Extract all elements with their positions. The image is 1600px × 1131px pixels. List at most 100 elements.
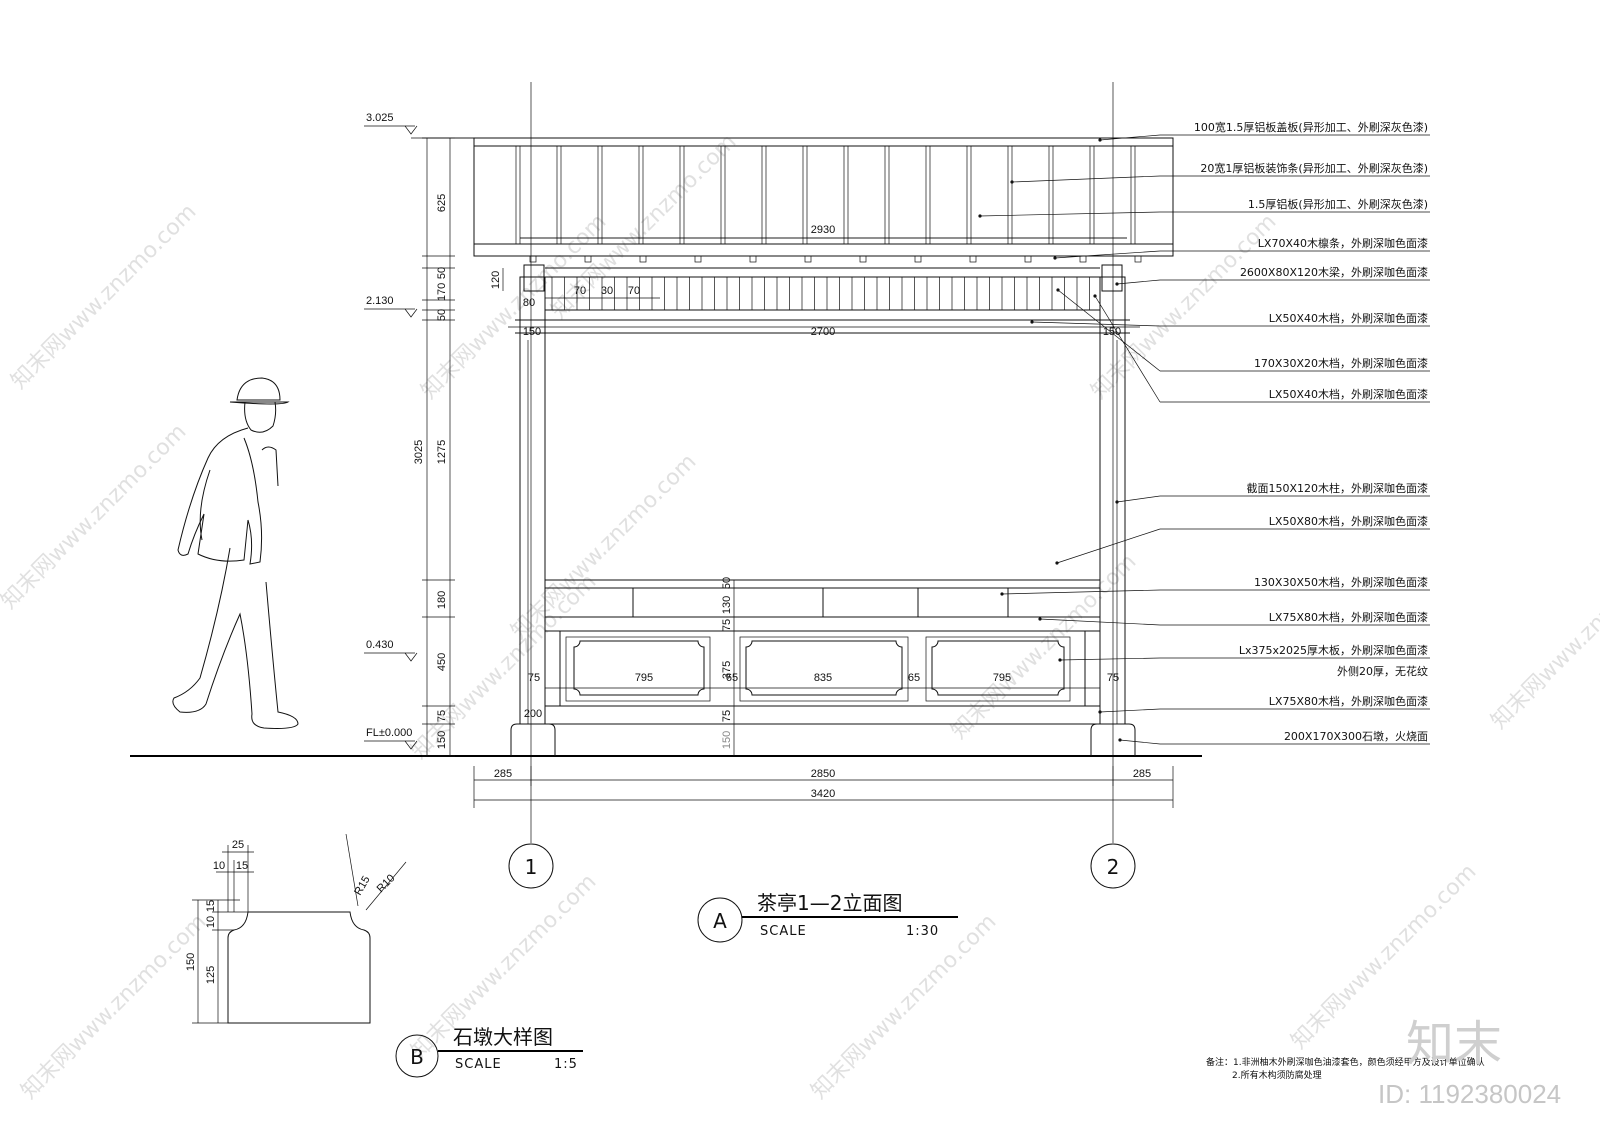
watermark: 知末网www.znzmo.com — [7, 199, 202, 394]
svg-text:2: 2 — [1107, 855, 1120, 879]
svg-text:0.430: 0.430 — [366, 639, 394, 651]
annotations: 100宽1.5厚铝板盖板(异形加工、外刷深灰色漆) 20宽1厚铝板装饰条(异形加工… — [978, 120, 1430, 745]
dim-1275: 1275 — [436, 440, 448, 464]
dim-180: 180 — [436, 591, 448, 609]
title-a-scale-word: SCALE — [760, 924, 807, 939]
dim-120: 120 — [490, 271, 502, 289]
watermark: 知末网www.znzmo.com — [0, 419, 191, 614]
stone-base-left — [510, 723, 556, 756]
dim-c-50: 50 — [721, 577, 733, 589]
svg-text:LX50X40木档，外刷深咖色面漆: LX50X40木档，外刷深咖色面漆 — [1269, 387, 1428, 401]
purlin-end — [969, 255, 977, 263]
annotation-7: 170X30X20木档，外刷深咖色面漆 — [1056, 288, 1430, 372]
stone-base-right — [1090, 723, 1136, 756]
dim-170: 170 — [436, 283, 448, 301]
detail-dim-150: 150 — [185, 953, 197, 971]
dim-gap-65b: 65 — [908, 672, 920, 684]
level-3025: 3.025 — [364, 112, 474, 139]
roof-fascia — [473, 137, 1174, 263]
title-a-scale: 1:30 — [906, 924, 939, 939]
purlin-end — [1024, 255, 1032, 263]
detail-dim-10a: 10 — [213, 860, 225, 872]
beam-zone — [515, 264, 1130, 334]
purlin-end — [859, 255, 867, 263]
dim-3420: 3420 — [811, 788, 835, 800]
detail-r15: R15 — [352, 874, 372, 897]
dim-left-150: 150 — [523, 326, 541, 338]
svg-text:20宽1厚铝板装饰条(异形加工、外刷深灰色漆): 20宽1厚铝板装饰条(异形加工、外刷深灰色漆) — [1200, 161, 1428, 175]
svg-text:1: 1 — [525, 855, 538, 879]
annotation-9: 截面150X120木柱，外刷深咖色面漆 — [1115, 481, 1430, 504]
human-scale-figure — [172, 377, 299, 729]
id-text: ID: 1192380024 — [1378, 1079, 1561, 1109]
title-b-letter: B — [410, 1045, 424, 1069]
notes: 备注：1.非洲柚木外刷深咖色油漆套色，颜色须经甲方及设计单位确认 2.所有木构须… — [1206, 1056, 1485, 1081]
dim-total-height: 3025 — [413, 440, 425, 464]
title-a: A 茶亭1—2立面图 SCALE 1:30 — [697, 891, 958, 943]
svg-text:2600X80X120木梁，外刷深咖色面漆: 2600X80X120木梁，外刷深咖色面漆 — [1240, 265, 1428, 279]
annotation-5: 2600X80X120木梁，外刷深咖色面漆 — [1115, 265, 1430, 286]
level-markers: 3.025 2.130 0.430 FL±0.000 — [364, 112, 474, 750]
level-2130: 2.130 — [364, 295, 418, 318]
svg-text:130X30X50木档，外刷深咖色面漆: 130X30X50木档，外刷深咖色面漆 — [1254, 575, 1428, 589]
detail-dim-25: 25 — [232, 839, 244, 851]
dim-gap-65a: 65 — [726, 672, 738, 684]
title-a-letter: A — [713, 909, 727, 933]
purlin-end — [914, 255, 922, 263]
svg-text:1.5厚铝板(异形加工、外刷深灰色漆): 1.5厚铝板(异形加工、外刷深灰色漆) — [1248, 197, 1428, 211]
detail-dim-125: 125 — [205, 966, 217, 984]
dim-panel-3: 795 — [993, 672, 1011, 684]
left-dimensions: 3025 625 50 170 50 1275 180 450 75 150 1… — [413, 137, 504, 757]
dim-gap-75r: 75 — [1107, 672, 1119, 684]
watermark: 知末网www.znzmo.com — [947, 549, 1142, 744]
note-2: 2.所有木构须防腐处理 — [1232, 1069, 1322, 1081]
annotation-16: 200X170X300石墩，火烧面 — [1118, 729, 1430, 745]
dim-50b: 50 — [436, 309, 448, 321]
detail-dim-15a: 15 — [236, 860, 248, 872]
annotation-4: LX70X40木檩条，外刷深咖色面漆 — [1053, 236, 1430, 260]
purlin-end — [529, 255, 537, 263]
note-1: 备注：1.非洲柚木外刷深咖色油漆套色，颜色须经甲方及设计单位确认 — [1206, 1056, 1485, 1068]
dim-c-75a: 75 — [721, 619, 733, 631]
svg-text:Lx375x2025厚木板，外刷深咖色面漆: Lx375x2025厚木板，外刷深咖色面漆 — [1239, 643, 1428, 657]
watermark: 知末网www.znzmo.com — [17, 909, 212, 1104]
annotation-11: 130X30X50木档，外刷深咖色面漆 — [1000, 575, 1430, 596]
purlin-end — [1134, 255, 1142, 263]
title-b: B 石墩大样图 SCALE 1:5 — [395, 1025, 583, 1078]
dim-base-200: 200 — [524, 708, 542, 720]
dim-roof-width: 2930 — [811, 224, 835, 236]
svg-text:100宽1.5厚铝板盖板(异形加工、外刷深灰色漆): 100宽1.5厚铝板盖板(异形加工、外刷深灰色漆) — [1194, 120, 1428, 134]
annotation-13: Lx375x2025厚木板，外刷深咖色面漆 — [1058, 643, 1430, 662]
dim-beam-70a: 70 — [574, 285, 586, 297]
watermark: 知末网www.znzmo.com — [417, 209, 612, 404]
dim-c-130: 130 — [721, 596, 733, 614]
detail-dim-10: 10 — [205, 916, 217, 928]
right-post — [1099, 276, 1126, 725]
dim-285-right: 285 — [1133, 768, 1151, 780]
annotation-3: 1.5厚铝板(异形加工、外刷深灰色漆) — [978, 197, 1430, 218]
dim-2850: 2850 — [811, 768, 835, 780]
purlin-end — [694, 255, 702, 263]
svg-text:LX70X40木檩条，外刷深咖色面漆: LX70X40木檩条，外刷深咖色面漆 — [1258, 236, 1428, 250]
detail-r10: R10 — [375, 872, 398, 895]
dim-285-left: 285 — [494, 768, 512, 780]
annotation-10: LX50X80木档，外刷深咖色面漆 — [1055, 514, 1430, 565]
logo: 知末 — [1406, 1016, 1502, 1072]
grid-bubble-1: 1 — [508, 843, 554, 889]
svg-text:200X170X300石墩，火烧面: 200X170X300石墩，火烧面 — [1284, 729, 1428, 743]
watermark: 知末网www.znzmo.com — [1487, 539, 1600, 734]
level-0430: 0.430 — [364, 639, 418, 662]
detail-dim-15: 15 — [205, 900, 217, 912]
dim-c-150: 150 — [721, 731, 733, 749]
inner-dimensions: 2930 70 30 70 80 150 2700 150 50 130 75 … — [508, 224, 1140, 756]
annotation-8: LX50X40木档，外刷深咖色面漆 — [1093, 294, 1430, 403]
title-b-scale-word: SCALE — [455, 1057, 502, 1072]
purlin-end — [1079, 255, 1087, 263]
svg-text:LX75X80木档，外刷深咖色面漆: LX75X80木档，外刷深咖色面漆 — [1269, 694, 1428, 708]
watermark: 知末网www.znzmo.com — [1087, 209, 1282, 404]
watermark: 知末网www.znzmo.com — [807, 909, 1002, 1104]
watermark: 知末网www.znzmo.com — [507, 449, 702, 644]
svg-text:LX50X80木档，外刷深咖色面漆: LX50X80木档，外刷深咖色面漆 — [1269, 514, 1428, 528]
dim-75: 75 — [436, 710, 448, 722]
